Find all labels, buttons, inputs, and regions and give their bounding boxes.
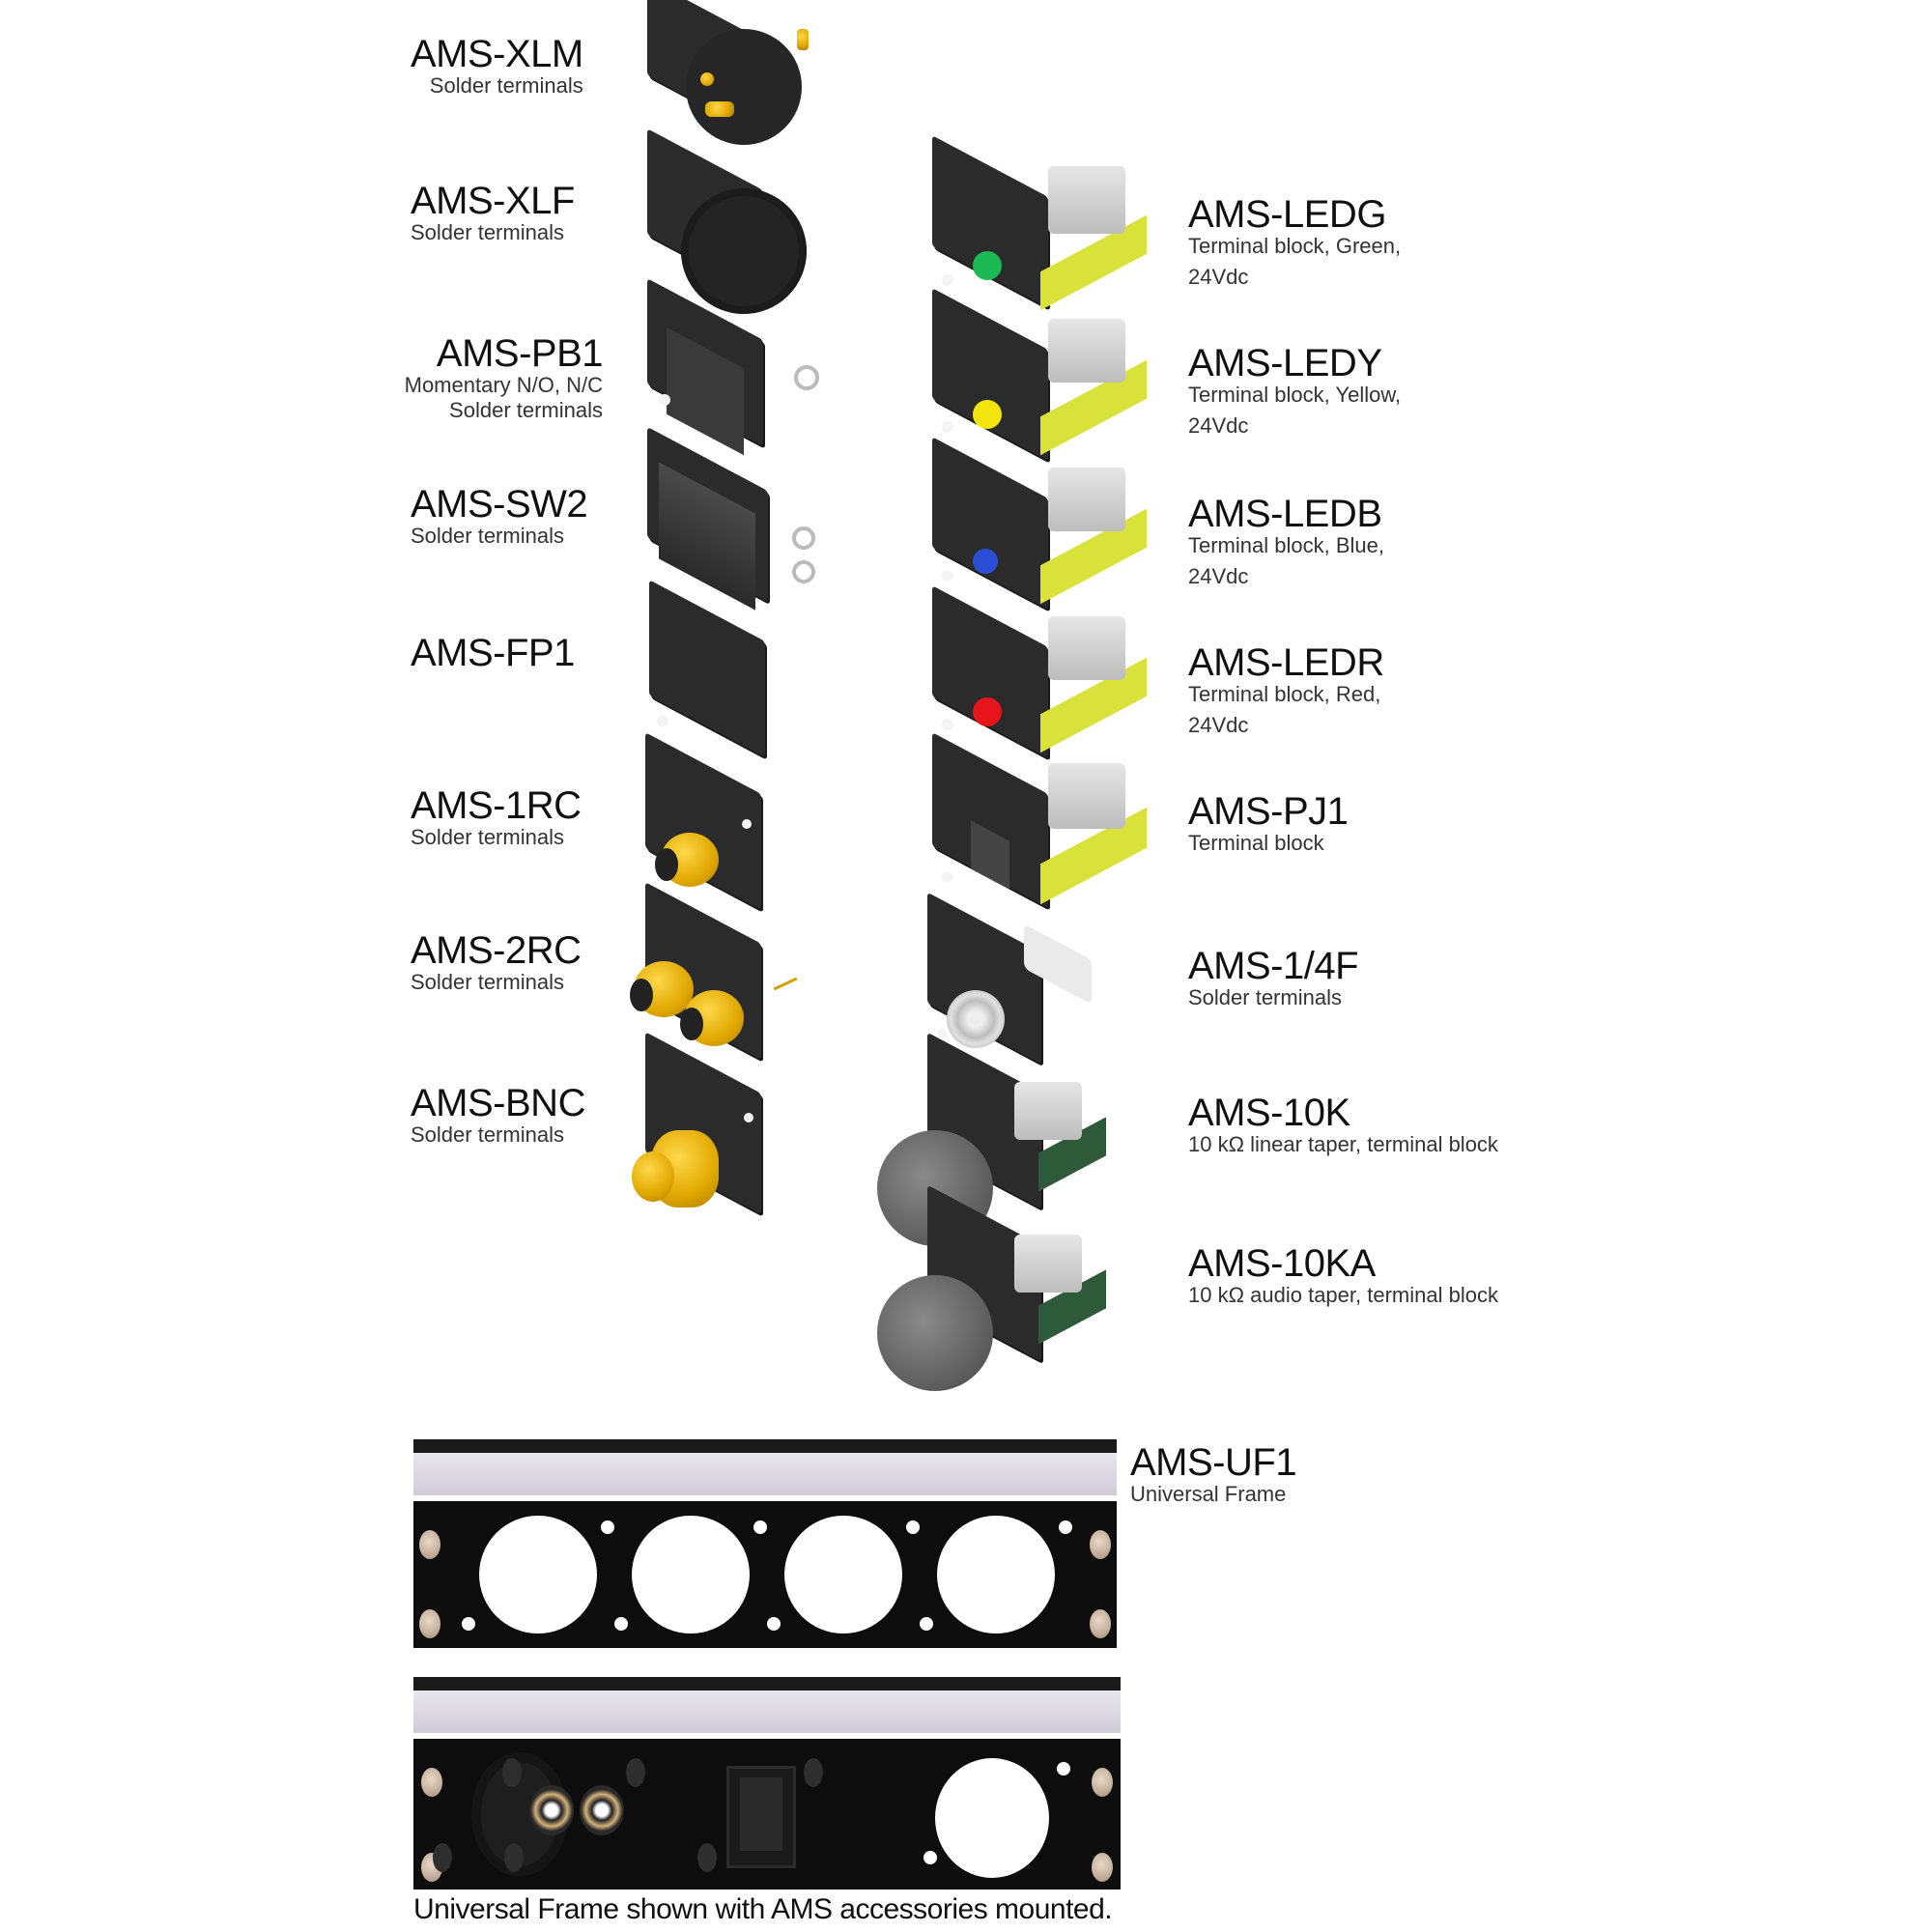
- part-desc: 24Vdc: [1188, 413, 1249, 438]
- label-ams-quarter-inch-f: AMS-1/4F Solder terminals: [1188, 945, 1359, 1010]
- label-ams-10ka: AMS-10KA 10 kΩ audio taper, terminal blo…: [1188, 1244, 1498, 1308]
- potentiometer-audio-illustration: [869, 1184, 1121, 1399]
- label-ams-2rc: AMS-2RC Solder terminals: [411, 931, 582, 995]
- part-name: AMS-10KA: [1188, 1242, 1376, 1285]
- part-name: AMS-10K: [1188, 1092, 1350, 1134]
- label-ams-xlf: AMS-XLF Solder terminals: [411, 182, 575, 245]
- rca-single-illustration: [645, 732, 781, 947]
- part-desc: Solder terminals: [449, 398, 603, 422]
- label-ams-sw2: AMS-SW2 Solder terminals: [411, 483, 588, 549]
- part-desc: Terminal block, Yellow,: [1188, 383, 1402, 407]
- part-desc: Solder terminals: [411, 1122, 564, 1147]
- part-name: AMS-UF1: [1130, 1441, 1297, 1484]
- led-blue-icon: [973, 549, 998, 574]
- part-name: AMS-LEDY: [1188, 342, 1382, 384]
- knob-icon: [877, 1275, 993, 1391]
- part-name: AMS-LEDB: [1188, 493, 1382, 535]
- part-name: AMS-LEDR: [1188, 641, 1384, 684]
- part-desc: Universal Frame: [1130, 1482, 1287, 1506]
- part-name: AMS-1/4F: [1188, 945, 1359, 987]
- led-green-illustration: [932, 135, 1154, 330]
- part-name: AMS-PB1: [436, 332, 604, 375]
- part-name: AMS-XLM: [411, 33, 583, 75]
- part-name: AMS-1RC: [411, 784, 582, 827]
- part-name: AMS-BNC: [411, 1082, 585, 1124]
- part-desc: Solder terminals: [411, 524, 564, 548]
- led-red-icon: [973, 697, 1002, 726]
- bnc-illustration: [628, 1032, 802, 1256]
- pushbutton-illustration: [647, 278, 821, 473]
- label-ams-pb1: AMS-PB1 Momentary N/O, N/C Solder termin…: [354, 332, 604, 423]
- part-desc: Solder terminals: [429, 73, 583, 98]
- part-desc: Solder terminals: [1188, 985, 1342, 1009]
- label-ams-1rc: AMS-1RC Solder terminals: [411, 786, 582, 850]
- phone-jack-illustration: [932, 732, 1154, 937]
- part-desc: Solder terminals: [411, 220, 564, 244]
- part-desc: Terminal block, Green,: [1188, 234, 1402, 258]
- part-name: AMS-LEDG: [1188, 193, 1386, 236]
- label-ams-xlm: AMS-XLM Solder terminals: [411, 35, 583, 99]
- part-name: AMS-2RC: [411, 929, 582, 972]
- universal-frame-mounted: [413, 1677, 1121, 1889]
- label-ams-bnc: AMS-BNC Solder terminals: [411, 1084, 585, 1148]
- switch-illustration: [647, 426, 821, 633]
- label-ams-ledy: AMS-LEDY Terminal block, Yellow, 24Vdc: [1188, 344, 1401, 439]
- mounted-rca-left-icon: [529, 1785, 574, 1835]
- led-red-illustration: [932, 585, 1154, 781]
- label-ams-ledb: AMS-LEDB Terminal block, Blue, 24Vdc: [1188, 495, 1384, 589]
- part-desc: Terminal block, Blue,: [1188, 533, 1384, 557]
- led-yellow-icon: [973, 400, 1002, 429]
- part-desc: Terminal block: [1188, 831, 1324, 855]
- label-ams-uf1: AMS-UF1 Universal Frame: [1130, 1441, 1297, 1507]
- part-name: AMS-PJ1: [1188, 790, 1349, 833]
- part-desc: Solder terminals: [411, 970, 564, 994]
- label-ams-fp1: AMS-FP1: [411, 634, 575, 672]
- blank-plate-illustration: [649, 580, 775, 794]
- mounted-rca-right-icon: [580, 1785, 624, 1835]
- part-desc: 24Vdc: [1188, 713, 1249, 737]
- led-green-icon: [973, 251, 1002, 280]
- part-name: AMS-FP1: [411, 632, 575, 674]
- part-desc: 24Vdc: [1188, 564, 1249, 588]
- part-desc: 24Vdc: [1188, 265, 1249, 289]
- universal-frame-empty: [413, 1439, 1117, 1648]
- led-blue-illustration: [932, 437, 1154, 632]
- figure-caption: Universal Frame shown with AMS accessori…: [413, 1893, 1113, 1925]
- part-name: AMS-SW2: [411, 483, 588, 526]
- xlm-connector-illustration: [647, 0, 821, 155]
- part-desc: 10 kΩ audio taper, terminal block: [1188, 1283, 1498, 1307]
- part-desc: 10 kΩ linear taper, terminal block: [1188, 1132, 1498, 1156]
- label-ams-ledr: AMS-LEDR Terminal block, Red, 24Vdc: [1188, 643, 1384, 738]
- rca-dual-illustration: [628, 882, 802, 1096]
- led-yellow-illustration: [932, 288, 1154, 483]
- part-desc: Solder terminals: [411, 825, 564, 849]
- label-ams-pj1: AMS-PJ1 Terminal block: [1188, 790, 1349, 856]
- xlf-connector-illustration: [647, 128, 821, 324]
- part-desc: Terminal block, Red,: [1188, 682, 1381, 706]
- part-desc: Momentary N/O, N/C: [404, 373, 603, 397]
- label-ams-ledg: AMS-LEDG Terminal block, Green, 24Vdc: [1188, 195, 1401, 290]
- label-ams-10k: AMS-10K 10 kΩ linear taper, terminal blo…: [1188, 1094, 1498, 1157]
- part-name: AMS-XLF: [411, 180, 575, 222]
- quarter-inch-jack-illustration: [927, 892, 1121, 1096]
